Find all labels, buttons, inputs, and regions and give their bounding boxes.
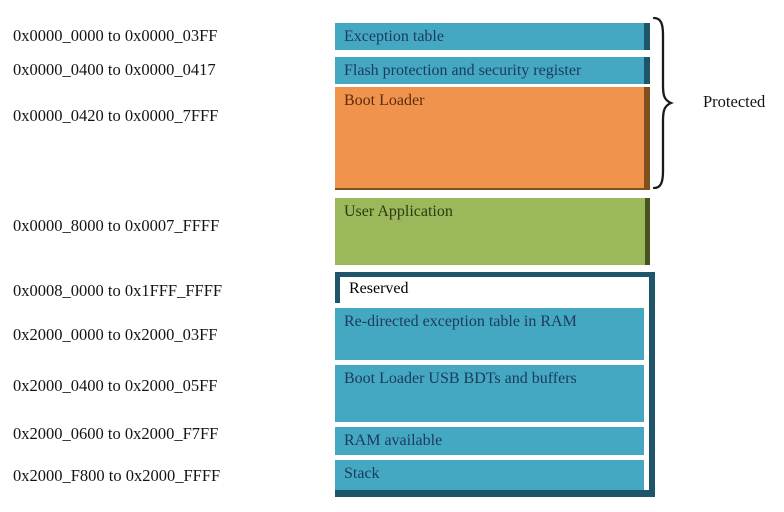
address-range-label: 0x2000_F800 to 0x2000_FFFF [13, 466, 221, 485]
memory-block-label: Reserved [349, 280, 409, 297]
memory-block-stack: Stack [335, 460, 644, 490]
protected-brace-icon [652, 16, 674, 190]
address-range-label: 0x0008_0000 to 0x1FFF_FFFF [13, 281, 223, 300]
memory-block-boot-loader: Boot Loader [335, 87, 650, 190]
memory-block-flash-protection: Flash protection and security register [335, 57, 650, 84]
address-range-label: 0x2000_0000 to 0x2000_03FF [13, 325, 218, 344]
memory-block-usb-bdts-buffers: Boot Loader USB BDTs and buffers [335, 365, 644, 422]
ram-group-border-right [649, 272, 655, 497]
memory-block-label: RAM available [344, 432, 443, 449]
protected-label: Protected [703, 92, 766, 111]
memory-block-exception-table: Exception table [335, 23, 650, 50]
address-range-label: 0x0000_8000 to 0x0007_FFFF [13, 216, 220, 235]
memory-block-ram-available: RAM available [335, 427, 644, 455]
memory-block-label: Re-directed exception table in RAM [344, 313, 577, 330]
memory-block-label: Flash protection and security register [344, 62, 582, 79]
memory-block-label: Boot Loader [344, 92, 425, 109]
ram-group-border-bottom [335, 490, 655, 497]
memory-block-label: Exception table [344, 28, 444, 45]
address-range-label: 0x2000_0400 to 0x2000_05FF [13, 376, 218, 395]
memory-block-redirected-exception-table: Re-directed exception table in RAM [335, 308, 644, 360]
address-range-label: 0x2000_0600 to 0x2000_F7FF [13, 424, 219, 443]
address-range-label: 0x0000_0000 to 0x0000_03FF [13, 26, 218, 45]
memory-block-reserved: Reserved [335, 272, 649, 303]
address-range-label: 0x0000_0400 to 0x0000_0417 [13, 60, 216, 79]
memory-block-user-application: User Application [335, 198, 650, 265]
memory-block-label: Stack [344, 465, 380, 482]
address-range-label: 0x0000_0420 to 0x0000_7FFF [13, 106, 219, 125]
memory-block-label: Boot Loader USB BDTs and buffers [344, 370, 577, 387]
memory-block-label: User Application [344, 203, 453, 220]
